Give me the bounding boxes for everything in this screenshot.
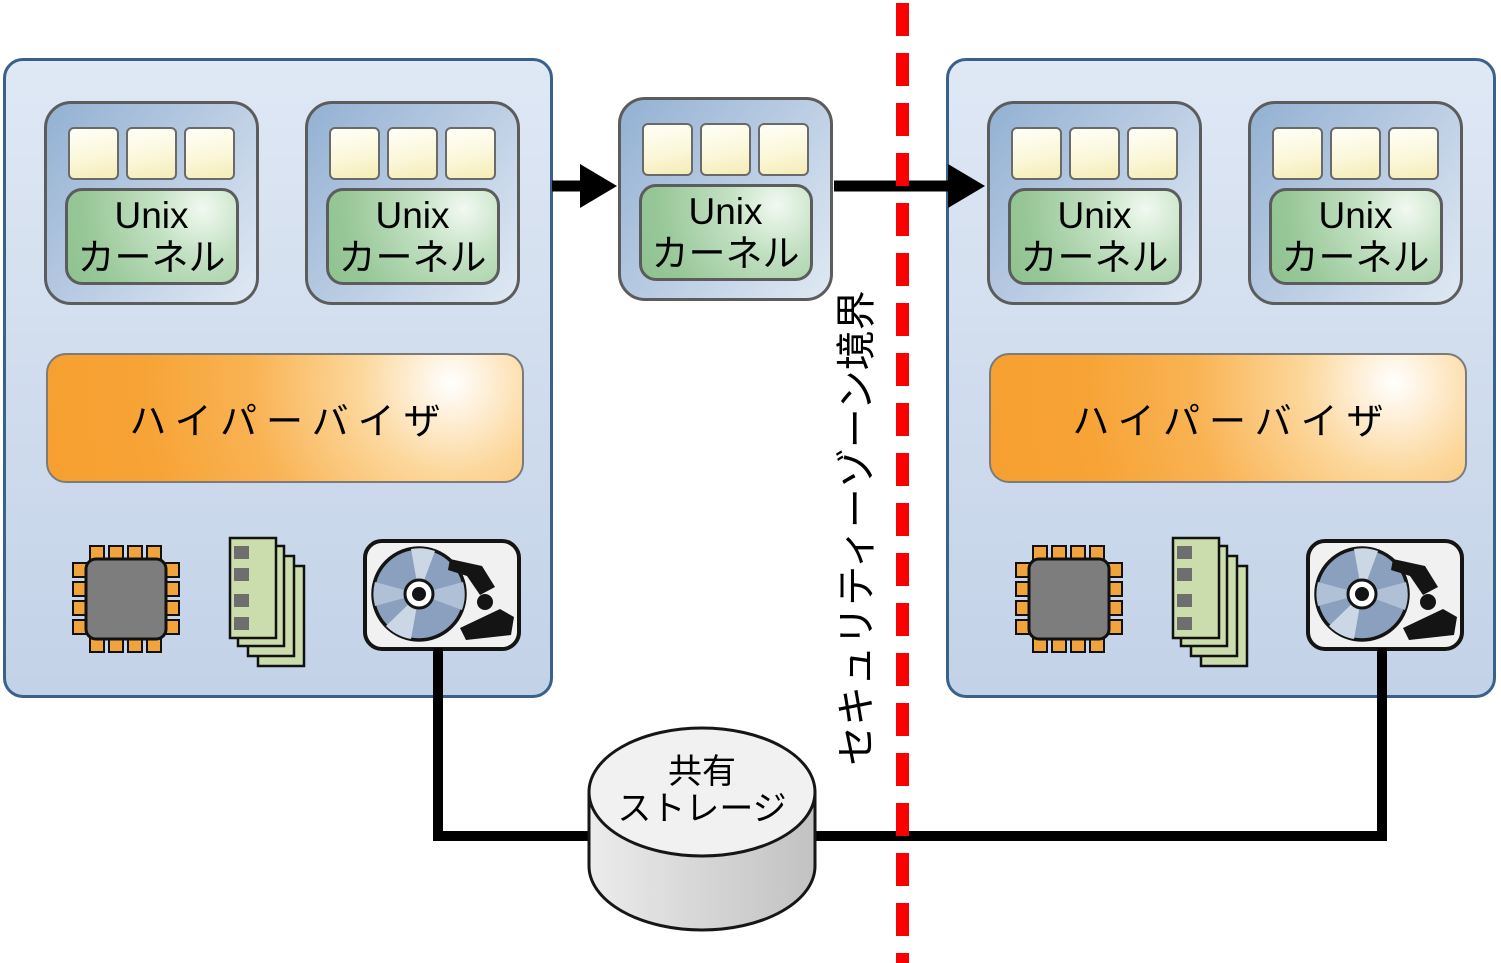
shared-storage-label-line2: ストレージ <box>617 790 786 828</box>
app-block <box>1069 127 1120 180</box>
kernel-label-line2: カーネル <box>1281 236 1430 278</box>
app-blocks <box>68 127 235 180</box>
kernel-label-line1: Unix <box>1318 194 1393 236</box>
unix-kernel-box: Unix カーネル <box>638 184 813 281</box>
kernel-label-line2: カーネル <box>1020 236 1169 278</box>
security-boundary-label: セキュリティーゾーン境界 <box>835 290 879 766</box>
kernel-label-line1: Unix <box>688 190 763 232</box>
app-block <box>445 127 496 180</box>
virtual-machine: Unix カーネル <box>987 101 1202 305</box>
kernel-label-line2: カーネル <box>651 232 800 274</box>
unix-kernel-box: Unix カーネル <box>1007 188 1182 285</box>
app-block <box>329 127 380 180</box>
host-right: Unix カーネル Unix カーネル ハイパーバイザ <box>946 58 1496 698</box>
kernel-label-line1: Unix <box>114 194 189 236</box>
unix-kernel-box: Unix カーネル <box>64 188 239 285</box>
cpu-chip-icon <box>1015 545 1123 653</box>
hypervisor-bar: ハイパーバイザ <box>989 353 1467 483</box>
shared-storage-label-line1: 共有 <box>668 753 736 791</box>
app-block <box>1272 127 1323 180</box>
app-blocks <box>642 123 809 176</box>
hypervisor-label: ハイパーバイザ <box>1072 401 1393 442</box>
memory-modules-icon <box>1171 536 1249 668</box>
kernel-label-line1: Unix <box>375 194 450 236</box>
virtual-machine: Unix カーネル <box>1248 101 1463 305</box>
app-block <box>758 123 809 176</box>
host-left: Unix カーネル Unix カーネル ハイパーバイザ <box>3 58 553 698</box>
app-block <box>1388 127 1439 180</box>
app-block <box>68 127 119 180</box>
kernel-label-line2: カーネル <box>338 236 487 278</box>
virtual-machine: Unix カーネル <box>305 101 520 305</box>
hypervisor-label: ハイパーバイザ <box>129 401 450 442</box>
app-blocks <box>1272 127 1439 180</box>
kernel-label-line1: Unix <box>1057 194 1132 236</box>
migrating-virtual-machine: Unix カーネル <box>618 97 833 301</box>
app-blocks <box>329 127 496 180</box>
app-block <box>184 127 235 180</box>
app-blocks <box>1011 127 1178 180</box>
app-block <box>387 127 438 180</box>
cpu-chip-icon <box>72 545 180 653</box>
app-block <box>126 127 177 180</box>
unix-kernel-box: Unix カーネル <box>325 188 500 285</box>
kernel-label-line2: カーネル <box>77 236 226 278</box>
app-block <box>1127 127 1178 180</box>
shared-storage-cylinder: 共有 ストレージ <box>587 726 817 932</box>
disk-drive-icon <box>1306 539 1464 651</box>
app-block <box>700 123 751 176</box>
hypervisor-bar: ハイパーバイザ <box>46 353 524 483</box>
disk-drive-icon <box>363 539 521 651</box>
app-block <box>1011 127 1062 180</box>
virtual-machine: Unix カーネル <box>44 101 259 305</box>
migration-arrow-left <box>552 164 617 208</box>
app-block <box>642 123 693 176</box>
unix-kernel-box: Unix カーネル <box>1268 188 1443 285</box>
app-block <box>1330 127 1381 180</box>
memory-modules-icon <box>228 536 306 668</box>
